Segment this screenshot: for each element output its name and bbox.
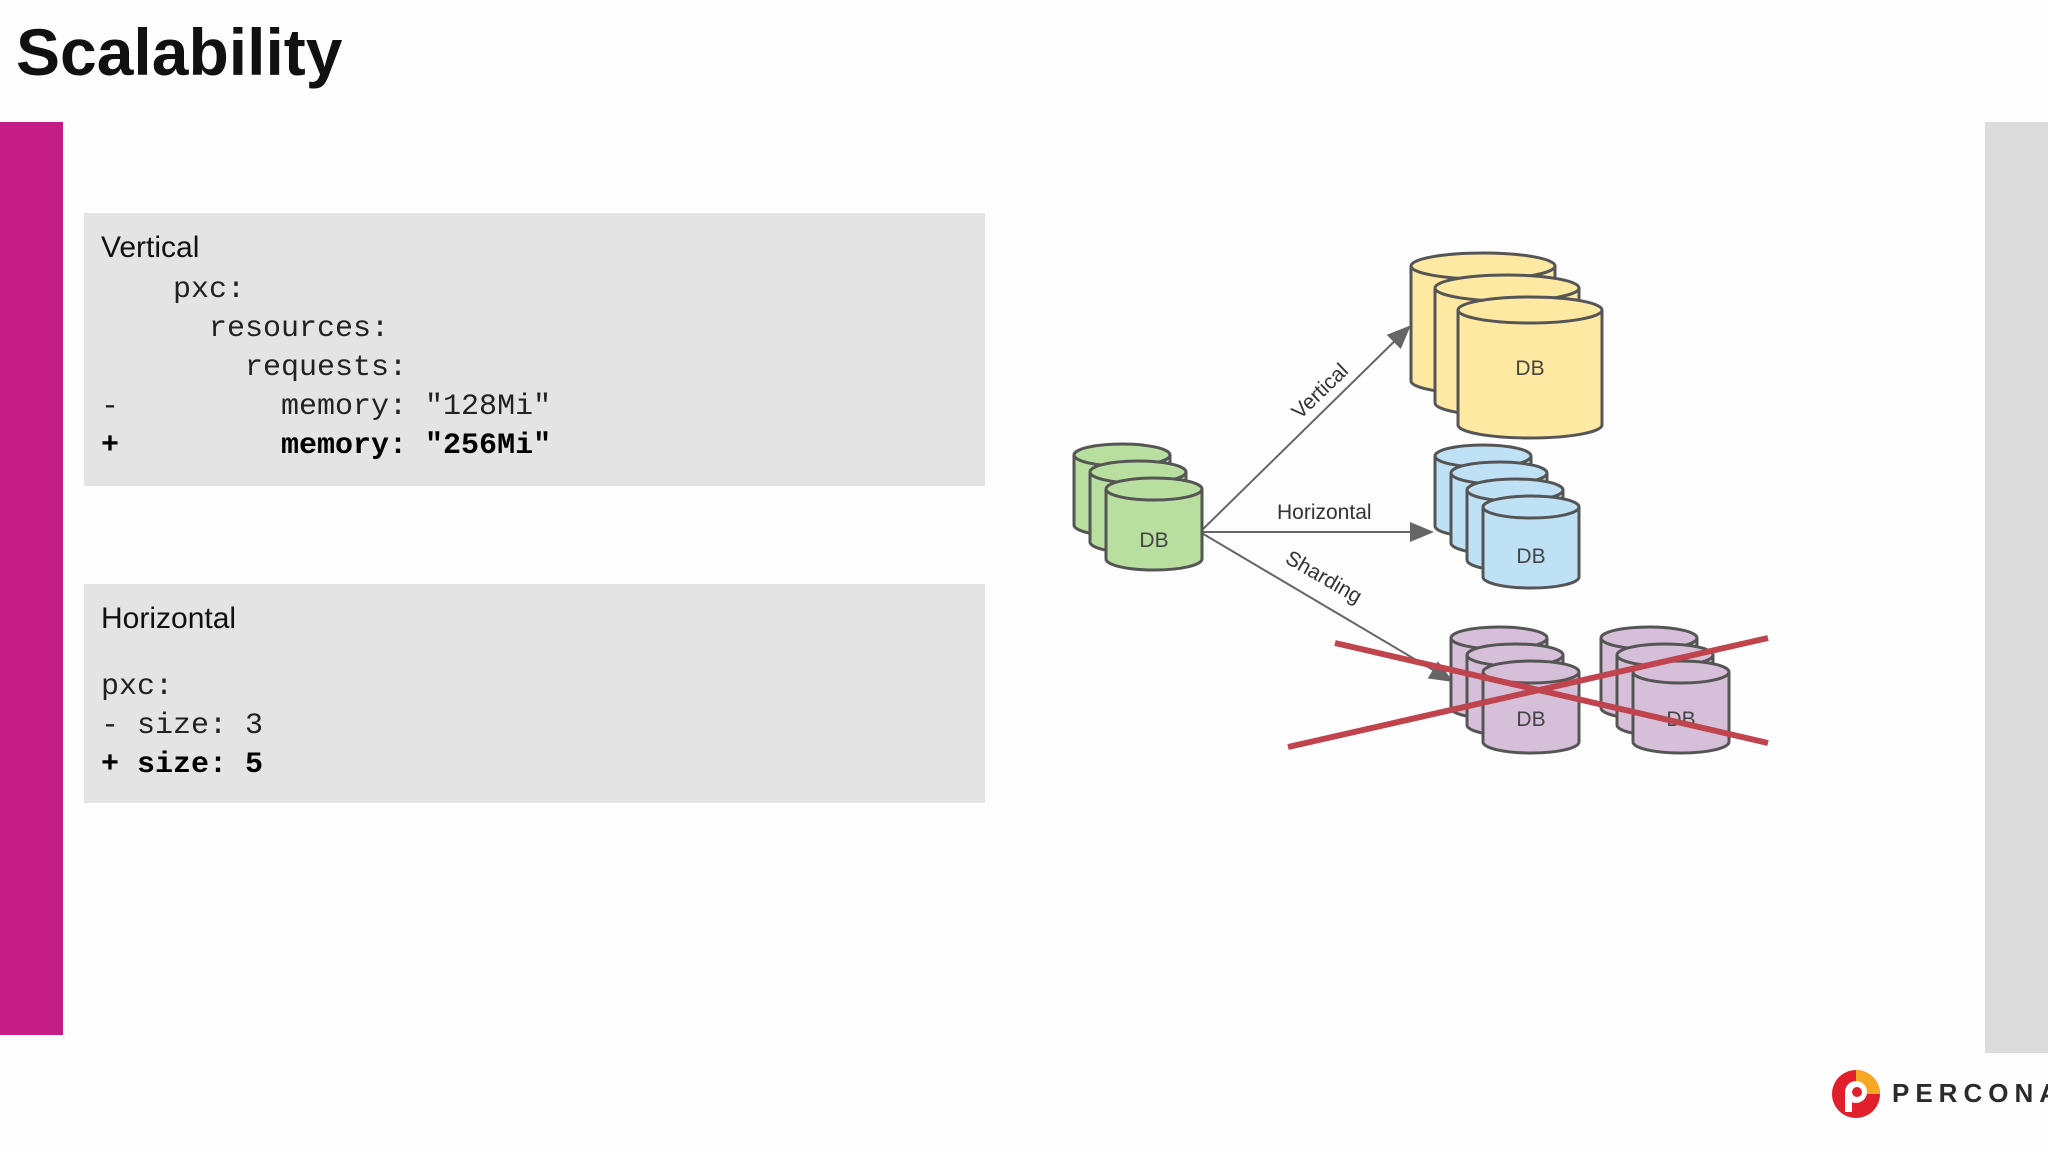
code-line-removed: - size: 3 <box>101 709 264 743</box>
accent-bar <box>0 122 63 1035</box>
horizontal-heading: Horizontal <box>101 602 237 635</box>
code-line: requests: <box>101 351 408 385</box>
code-line-removed: - memory: "128Mi" <box>101 390 552 424</box>
side-bar <box>1985 122 2048 1053</box>
sharding-arrow-label: Sharding <box>1282 546 1366 608</box>
db-label: DB <box>1516 708 1545 731</box>
vertical-db-stack <box>1409 251 1604 440</box>
horizontal-db-stack <box>1433 443 1581 590</box>
db-label: DB <box>1516 545 1545 568</box>
shard-db-stack-2 <box>1599 625 1731 755</box>
source-db-stack <box>1072 442 1204 572</box>
horizontal-arrow-label: Horizontal <box>1277 501 1372 524</box>
cross-out-line <box>1287 635 1769 750</box>
code-line-added: + size: 5 <box>101 748 264 782</box>
logo-text: PERCONA <box>1892 1078 2048 1108</box>
horizontal-scaling-panel: Horizontal pxc: - size: 3 + size: 5 <box>84 584 985 803</box>
code-line-added: + memory: "256Mi" <box>101 429 552 463</box>
vertical-scaling-panel: Vertical pxc: resources: requests: - mem… <box>84 213 985 486</box>
code-line: pxc: <box>101 670 174 704</box>
vertical-heading: Vertical <box>101 231 200 264</box>
scaling-diagram: Vertical Horizontal Sharding DB DB DB DB… <box>1072 251 1769 755</box>
sharding-arrow <box>1199 531 1454 683</box>
db-label: DB <box>1139 529 1168 552</box>
shard-db-stack-1 <box>1449 625 1581 755</box>
code-line: resources: <box>101 312 390 346</box>
percona-logo: PERCONA <box>1830 1068 2048 1120</box>
slide-title: Scalability <box>16 15 343 89</box>
vertical-arrow <box>1199 325 1411 533</box>
code-line: pxc: <box>101 273 246 307</box>
db-label: DB <box>1515 357 1544 380</box>
percona-logo-icon <box>1832 1070 1880 1118</box>
cross-out-line <box>1334 640 1769 746</box>
